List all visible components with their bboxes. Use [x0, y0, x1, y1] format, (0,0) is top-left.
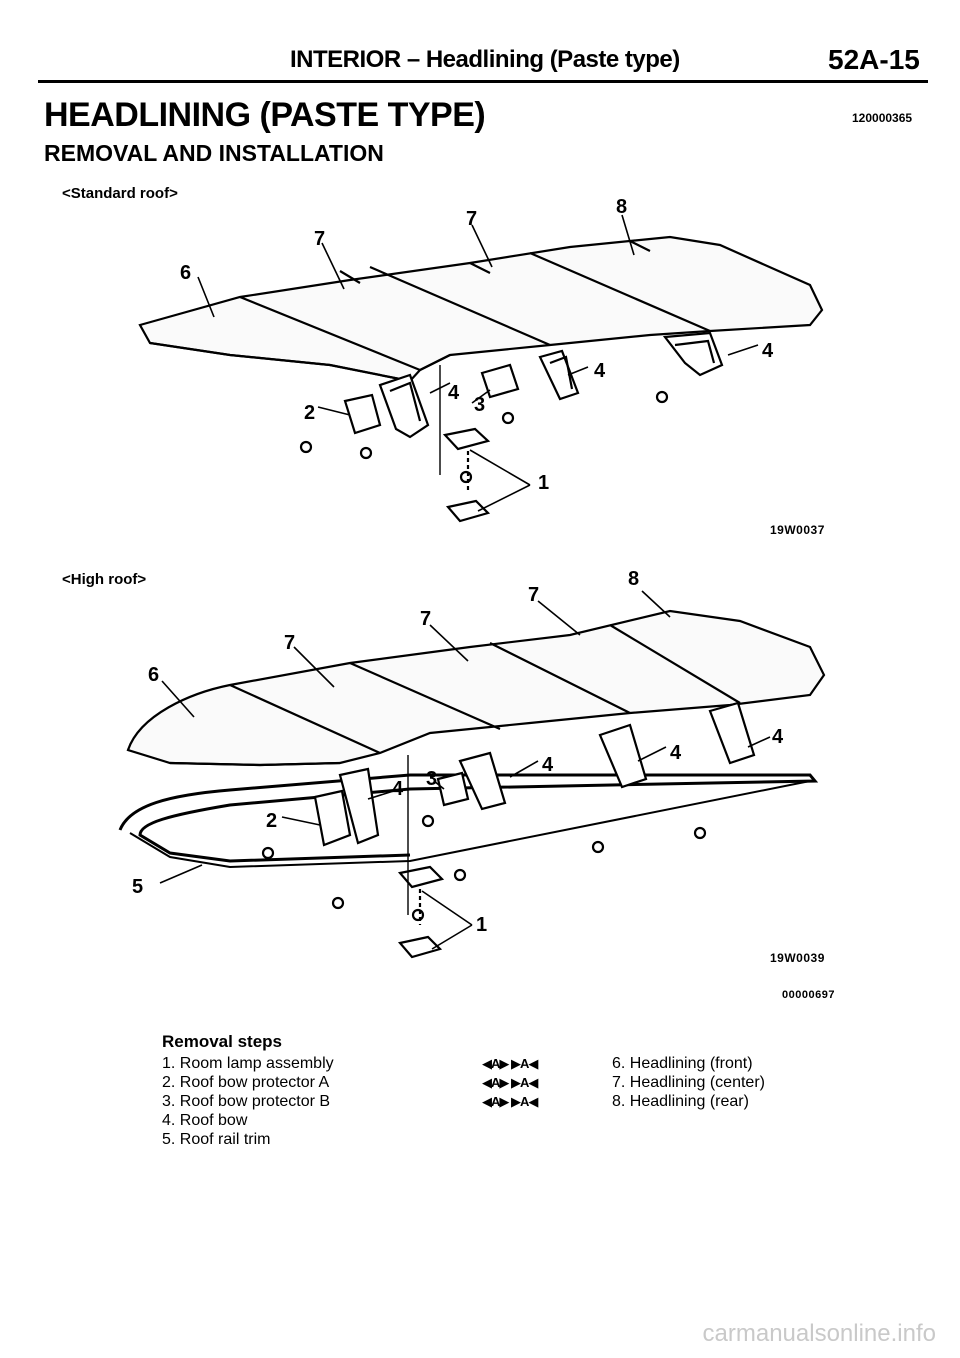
- removal-steps-heading: Removal steps: [162, 1032, 282, 1051]
- removal-step: 1. Room lamp assembly: [162, 1055, 334, 1072]
- callout-1: 1: [538, 472, 549, 494]
- callout-4: 4: [542, 754, 554, 776]
- callout-3: 3: [426, 768, 437, 790]
- header-divider: [38, 80, 928, 83]
- high-roof-label: <High roof>: [62, 571, 147, 588]
- procedure-marks: ◀A▶ ▶A◀: [482, 1075, 538, 1090]
- callout-6: 6: [148, 664, 159, 686]
- callout-7: 7: [284, 632, 295, 654]
- procedure-marks: ◀A▶ ▶A◀: [482, 1094, 538, 1109]
- removal-step: 8. Headlining (rear): [612, 1093, 749, 1110]
- removal-step: 2. Roof bow protector A: [162, 1074, 330, 1091]
- removal-step: 7. Headlining (center): [612, 1074, 765, 1091]
- callout-1: 1: [476, 914, 487, 936]
- removal-steps-right: ◀A▶ ▶A◀ 6. Headlining (front) ◀A▶ ▶A◀ 7.…: [482, 1054, 765, 1111]
- callout-7: 7: [528, 584, 539, 606]
- callout-6: 6: [180, 262, 191, 284]
- callout-7: 7: [420, 608, 431, 630]
- subsection-title: REMOVAL AND INSTALLATION: [44, 140, 384, 166]
- callout-8: 8: [616, 196, 627, 218]
- high-roof-figure-code: 19W0039: [770, 951, 825, 965]
- group-figure-code: 00000697: [782, 989, 835, 1001]
- removal-step-row: ◀A▶ ▶A◀ 6. Headlining (front): [482, 1054, 765, 1073]
- callout-2: 2: [266, 810, 277, 832]
- removal-step: 3. Roof bow protector B: [162, 1093, 331, 1110]
- callout-8: 8: [628, 568, 639, 590]
- callout-4: 4: [594, 360, 606, 382]
- callout-4: 4: [772, 726, 784, 748]
- procedure-marks: ◀A▶ ▶A◀: [482, 1056, 538, 1071]
- standard-roof-label: <Standard roof>: [62, 185, 178, 202]
- removal-step-row: ◀A▶ ▶A◀ 7. Headlining (center): [482, 1073, 765, 1092]
- callout-2: 2: [304, 402, 315, 424]
- callout-7: 7: [314, 228, 325, 250]
- callout-3: 3: [474, 394, 485, 416]
- watermark: carmanualsonline.info: [702, 1320, 936, 1347]
- removal-step: 4. Roof bow: [162, 1112, 248, 1129]
- callout-4: 4: [762, 340, 774, 362]
- callout-4: 4: [448, 382, 460, 404]
- page-number: 52A-15: [828, 44, 920, 75]
- removal-step: 5. Roof rail trim: [162, 1131, 271, 1148]
- removal-steps-left: 1. Room lamp assembly 2. Roof bow protec…: [162, 1054, 334, 1149]
- section-title: HEADLINING (PASTE TYPE): [44, 96, 486, 134]
- callout-4: 4: [392, 778, 404, 800]
- standard-roof-figure-code: 19W0037: [770, 523, 825, 537]
- high-roof-diagram: 6 7 7 7 8 4 4 4 4 3 2 5 1: [118, 568, 826, 959]
- page-header-title: INTERIOR – Headlining (Paste type): [290, 46, 680, 73]
- callout-7: 7: [466, 208, 477, 230]
- section-code: 120000365: [852, 111, 913, 125]
- callout-5: 5: [132, 876, 143, 898]
- removal-step: 6. Headlining (front): [612, 1055, 753, 1072]
- callout-4: 4: [670, 742, 682, 764]
- standard-roof-diagram: 6 7 7 8 4 4 4 3 2 1: [138, 196, 824, 523]
- removal-step-row: ◀A▶ ▶A◀ 8. Headlining (rear): [482, 1092, 765, 1111]
